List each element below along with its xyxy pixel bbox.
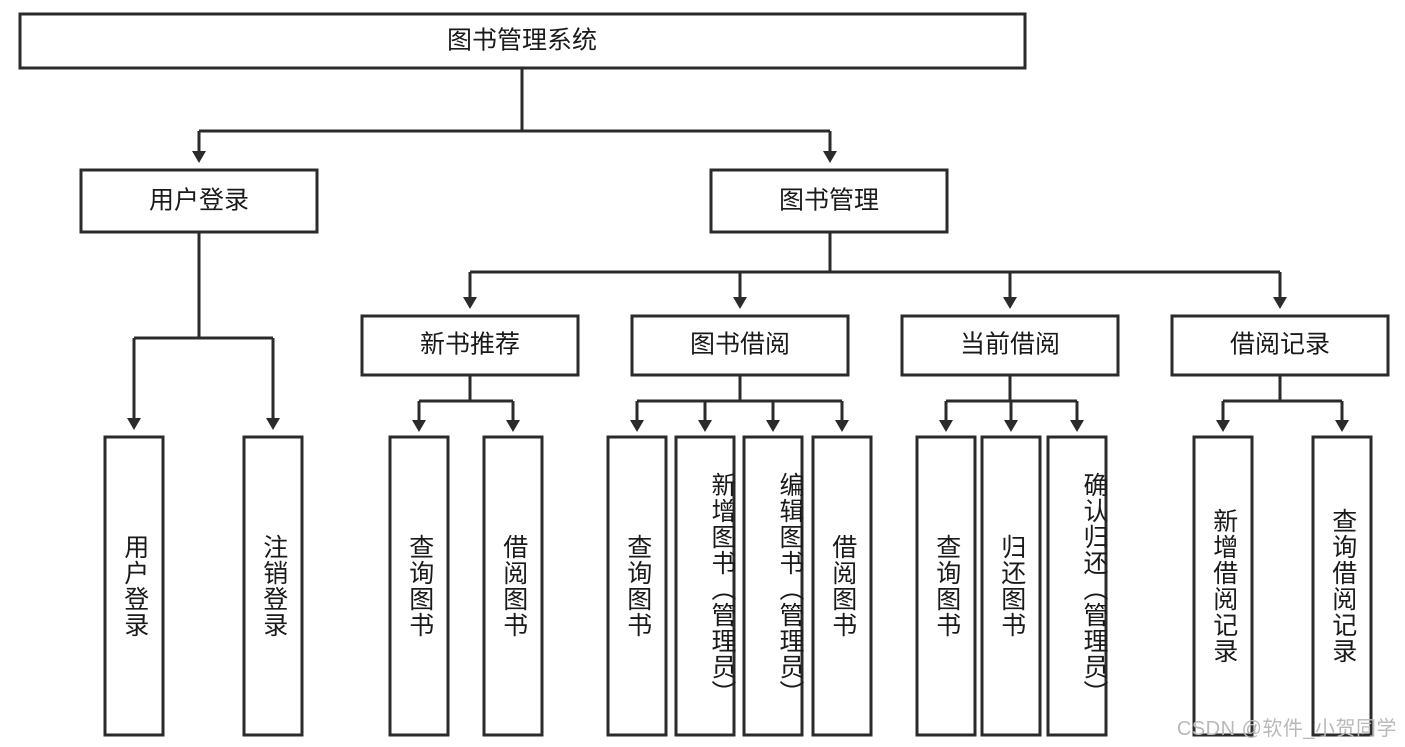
leaf-user-login-box[interactable] (103, 435, 165, 737)
node-user-login-box[interactable] (79, 168, 319, 234)
node-borrow-record[interactable]: 借阅记录 (1170, 314, 1390, 377)
node-root[interactable]: 图书管理系统 (18, 12, 1027, 70)
leaf-boxes (103, 435, 1373, 737)
leaf-query-borrow-record-box[interactable] (1311, 435, 1373, 737)
node-book-management-label: 图书管理 (779, 187, 879, 215)
csdn-watermark: CSDN @软件_小贺同学 (1176, 718, 1397, 740)
node-current-borrow-label: 当前借阅 (960, 331, 1060, 359)
node-root-box[interactable] (18, 12, 1027, 70)
node-book-borrow-label: 图书借阅 (690, 331, 790, 359)
node-new-book-recommend[interactable]: 新书推荐 (360, 314, 580, 377)
node-root-label: 图书管理系统 (447, 27, 597, 55)
connector-group (127, 68, 1349, 432)
node-borrow-record-box[interactable] (1170, 314, 1390, 377)
leaf-borrow-book-new-box[interactable] (482, 435, 544, 737)
leaf-return-book-box[interactable] (980, 435, 1042, 737)
node-book-borrow[interactable]: 图书借阅 (630, 314, 850, 377)
leaf-edit-book-admin-box[interactable] (742, 435, 804, 737)
leaf-query-book-current-box[interactable] (915, 435, 977, 737)
node-new-book-recommend-label: 新书推荐 (420, 331, 520, 359)
leaf-add-book-admin-box[interactable] (674, 435, 736, 737)
leaf-query-book-borrow-box[interactable] (606, 435, 668, 737)
node-new-book-recommend-box[interactable] (360, 314, 580, 377)
leaf-add-borrow-record-box[interactable] (1192, 435, 1254, 737)
node-book-borrow-box[interactable] (630, 314, 850, 377)
leaf-borrow-book-box[interactable] (811, 435, 873, 737)
node-borrow-record-label: 借阅记录 (1230, 331, 1330, 359)
node-book-management-box[interactable] (709, 168, 949, 234)
leaf-logout-box[interactable] (242, 435, 304, 737)
node-current-borrow-box[interactable] (900, 314, 1120, 377)
leaf-confirm-return-admin-box[interactable] (1046, 435, 1108, 737)
node-user-login-label: 用户登录 (149, 187, 249, 215)
node-book-management[interactable]: 图书管理 (709, 168, 949, 234)
node-user-login[interactable]: 用户登录 (79, 168, 319, 234)
leaf-query-book-new-box[interactable] (388, 435, 450, 737)
node-current-borrow[interactable]: 当前借阅 (900, 314, 1120, 377)
